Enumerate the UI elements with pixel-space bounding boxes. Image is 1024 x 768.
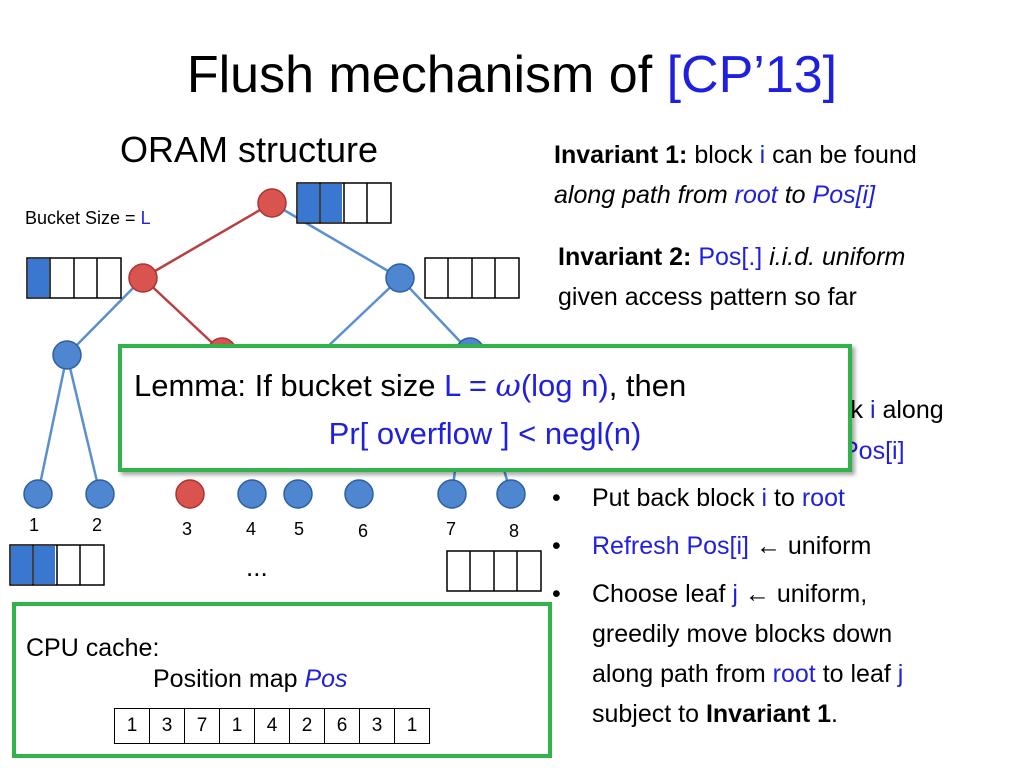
edge-l-ll [66,277,144,356]
lemma-line-2: Pr[ overflow ] < negl(n) [328,416,642,451]
block-filled [34,546,55,584]
block-filled [298,184,319,222]
leaf-node-7 [437,479,467,509]
list-item: Choose leaf j ← uniform, greedily move b… [548,574,1008,734]
position-map-cell: 6 [324,709,359,743]
edge-r-rl [321,277,401,353]
bucket-root [296,182,392,224]
ellipsis: ... [246,552,268,582]
edge-leaf2 [65,354,102,495]
oram-structure-heading: ORAM structure [120,129,379,170]
bucket-level1-right [424,257,520,299]
title-main: Flush mechanism of [186,46,653,104]
position-map-cell: 1 [219,709,254,743]
partial-text-line2: Pos[i] [842,437,905,465]
leaf-label-3: 3 [181,519,192,539]
partial-text-line1: ck i along [838,396,944,424]
position-map-label: Position map Pos [153,665,348,693]
bucket-level1-left [26,257,122,299]
edge-r-rr [399,277,471,353]
position-map-cell: 3 [149,709,184,743]
edge-root-left [142,201,273,280]
lemma-line-1: Lemma: If bucket size L = ω(log n), then [134,368,687,404]
leaf-node-3 [175,479,205,509]
leaf-label-7: 7 [445,519,456,539]
leaf-label-1: 1 [28,515,39,535]
block-filled [11,546,32,584]
node-level2-1 [52,340,82,370]
position-map-cell: 3 [359,709,394,743]
title-citation: [CP’13] [666,46,838,104]
position-map-cell: 2 [289,709,324,743]
leaf-node-4 [237,479,267,509]
leaf-node-5 [283,479,313,509]
position-map-cell: 4 [254,709,289,743]
list-item: Refresh Pos[i] ← uniform [548,526,1008,566]
bucket-size-value: L [140,208,151,228]
leaf-node-6 [344,479,374,509]
edge-leaf1 [36,354,69,495]
cpu-cache-box: CPU cache: Position map Pos 1 3 7 1 4 2 … [12,602,552,758]
block-filled [321,184,342,222]
edge-root-right [271,201,401,280]
slide-title: Flush mechanism of [CP’13] [0,40,1024,110]
invariant-2: Invariant 2: Pos[.] i.i.d. uniform given… [558,243,906,311]
position-map-cell: 7 [184,709,219,743]
edge-l-lr [142,277,223,353]
cpu-cache-label: CPU cache: [26,634,160,662]
block-filled [28,259,49,297]
lemma-box: Lemma: If bucket size L = ω(log n), then… [118,344,852,472]
leaf-label-5: 5 [293,519,304,539]
invariant-1: Invariant 1: block i can be found along … [554,141,917,209]
leaf-label-4: 4 [245,519,256,539]
leaf-node-2 [85,479,115,509]
leaf-label-2: 2 [91,515,102,535]
position-map-cell: 1 [394,709,429,743]
node-level1-left [128,263,158,293]
bucket-leaf-right [446,550,542,592]
list-item: Put back block i to root [548,478,1008,518]
leaf-label-6: 6 [357,521,368,541]
leaf-node-1 [23,479,53,509]
root-node [257,188,287,218]
node-level1-right [385,263,415,293]
position-map-table: 1 3 7 1 4 2 6 3 1 [114,708,430,744]
bucket-size-label: Bucket Size = L [25,208,151,228]
position-map-cell: 1 [126,715,138,736]
bucket-leaf-left [9,544,105,586]
leaf-node-8 [496,479,526,509]
leaf-label-8: 8 [508,521,519,541]
flush-steps-list: Put back block i to root Refresh Pos[i] … [548,478,1008,734]
